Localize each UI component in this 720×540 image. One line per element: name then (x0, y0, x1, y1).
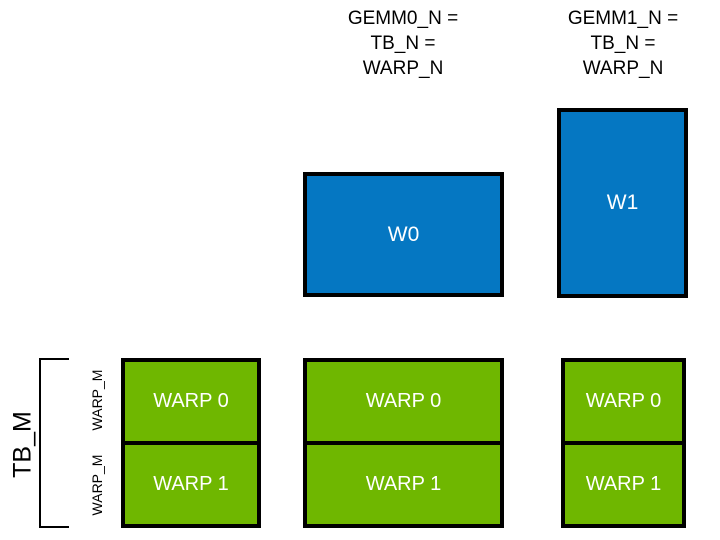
column-caption-gemm0: GEMM0_N = TB_N = WARP_N (347, 8, 459, 79)
green-cell-warp-0: WARP 0 (565, 362, 682, 441)
green-cell-label: WARP 1 (585, 473, 662, 495)
blue-tile-w1-label: W1 (606, 191, 639, 214)
blue-tile-w0-label: W0 (387, 222, 420, 246)
green-stack-1: WARP 0 WARP 1 (303, 358, 504, 528)
green-cell-label: WARP 0 (585, 390, 662, 412)
green-cell-label: WARP 0 (365, 390, 442, 412)
green-cell-warp-1: WARP 1 (125, 441, 257, 524)
column-caption-gemm1: GEMM1_N = TB_N = WARP_N (567, 8, 679, 79)
axis-label-warp-m-bottom: WARP_M (89, 454, 105, 516)
green-cell-label: WARP 1 (153, 473, 229, 495)
green-cell-warp-1: WARP 1 (565, 441, 682, 524)
green-cell-label: WARP 0 (153, 390, 229, 412)
axis-label-tb-m: TB_M (8, 411, 37, 478)
green-cell-warp-0: WARP 0 (125, 362, 257, 441)
tb-m-bracket (39, 358, 69, 528)
green-cell-label: WARP 1 (365, 473, 442, 495)
green-stack-0: WARP 0 WARP 1 (121, 358, 261, 528)
green-stack-2: WARP 0 WARP 1 (561, 358, 686, 528)
green-cell-warp-0: WARP 0 (307, 362, 500, 441)
blue-tile-w1: W1 (557, 108, 688, 298)
green-cell-warp-1: WARP 1 (307, 441, 500, 524)
axis-label-warp-m-top: WARP_M (89, 369, 105, 431)
blue-tile-w0: W0 (303, 172, 504, 297)
